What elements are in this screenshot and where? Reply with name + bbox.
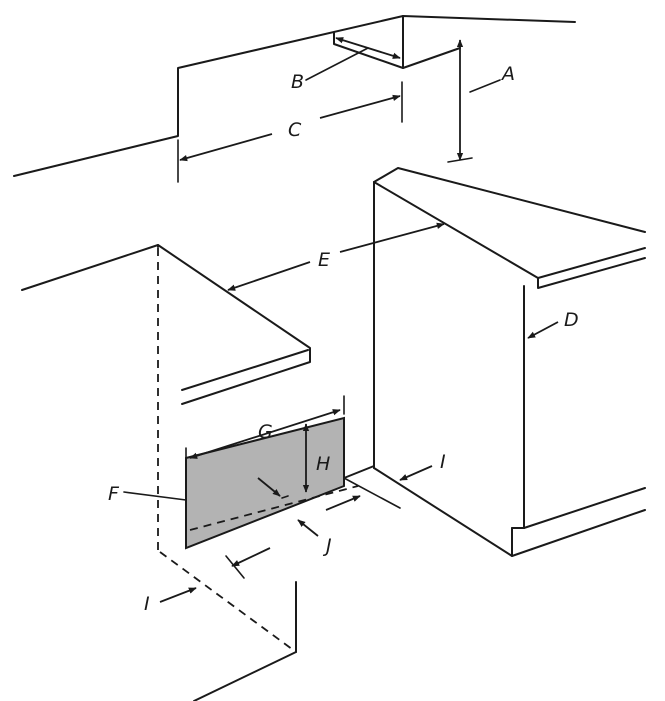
hidden-edge-floor [159, 551, 297, 653]
right-cabinet [373, 167, 646, 557]
floor-outline [193, 581, 297, 701]
leader-d [527, 321, 559, 339]
leader-f [123, 491, 187, 501]
label-j: J [322, 535, 332, 557]
countertop-left [21, 244, 311, 405]
panel-bend-line [189, 485, 359, 531]
label-d: D [564, 309, 579, 331]
leader-i-left [159, 587, 197, 603]
dimension-j [225, 495, 361, 579]
label-e: E [318, 249, 330, 271]
label-i-left: I [144, 593, 150, 615]
label-f: F [108, 483, 120, 505]
dimension-c [177, 81, 403, 183]
label-c: C [288, 119, 302, 141]
dimension-a [447, 39, 501, 163]
opening-floor-edge [343, 477, 401, 509]
label-h: H [316, 453, 330, 475]
leader-i-right [399, 465, 433, 481]
dimension-b [305, 37, 401, 81]
opening-floor-line [343, 465, 375, 479]
soffit-outline [13, 15, 576, 177]
dimension-g [185, 395, 345, 465]
dimension-h [257, 423, 310, 499]
label-i-right: I [440, 451, 446, 473]
label-a: A [500, 63, 515, 85]
label-b: B [291, 71, 304, 93]
label-g: G [258, 421, 273, 443]
dimension-e [227, 222, 445, 291]
